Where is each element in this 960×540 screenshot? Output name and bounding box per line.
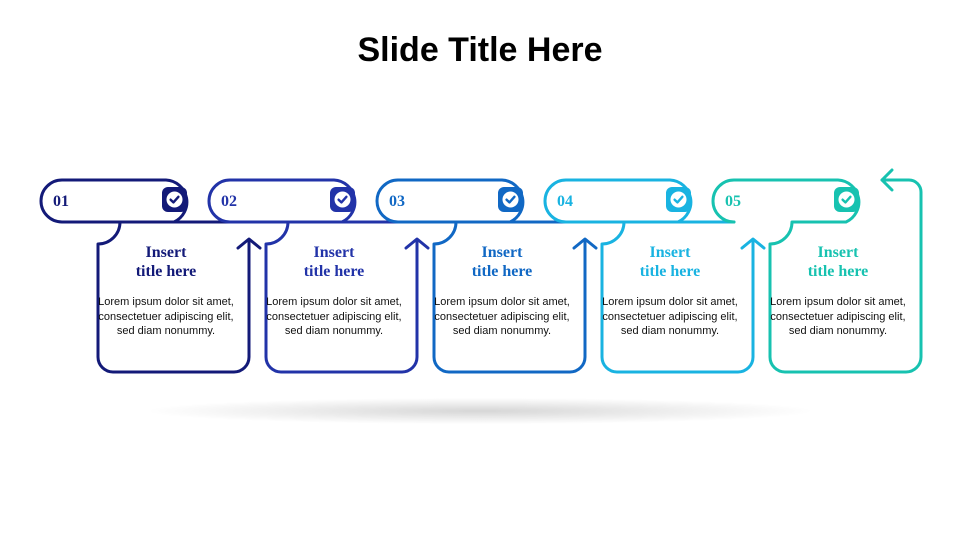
step-outline	[375, 178, 587, 374]
check-icon	[834, 187, 859, 212]
floor-shadow	[150, 398, 810, 424]
step-outline	[543, 178, 755, 374]
step-number: 03	[389, 193, 405, 210]
step-number: 01	[53, 193, 69, 210]
step-description: Lorem ipsum dolor sit amet, consectetuer…	[434, 296, 570, 337]
check-icon	[666, 187, 691, 212]
step-outline	[207, 178, 419, 374]
check-icon	[330, 187, 355, 212]
step-description: Lorem ipsum dolor sit amet, consectetuer…	[266, 296, 402, 337]
slide-title: Slide Title Here	[357, 31, 603, 69]
arrow-head-icon	[740, 237, 766, 250]
arrow-head-icon	[404, 237, 430, 250]
check-icon	[498, 187, 523, 212]
arrow-head-icon	[572, 237, 598, 250]
check-icon	[162, 187, 187, 212]
step-description: Lorem ipsum dolor sit amet, consectetuer…	[770, 296, 906, 337]
step-number: 02	[221, 193, 237, 210]
step-outline	[39, 178, 251, 374]
step-outline	[711, 178, 923, 374]
arrow-head-icon	[880, 168, 894, 192]
arrow-head-icon	[236, 237, 262, 250]
step-description: Lorem ipsum dolor sit amet, consectetuer…	[602, 296, 738, 337]
step-number: 05	[725, 193, 741, 210]
step-number: 04	[557, 193, 573, 210]
step-description: Lorem ipsum dolor sit amet, consectetuer…	[98, 296, 234, 337]
